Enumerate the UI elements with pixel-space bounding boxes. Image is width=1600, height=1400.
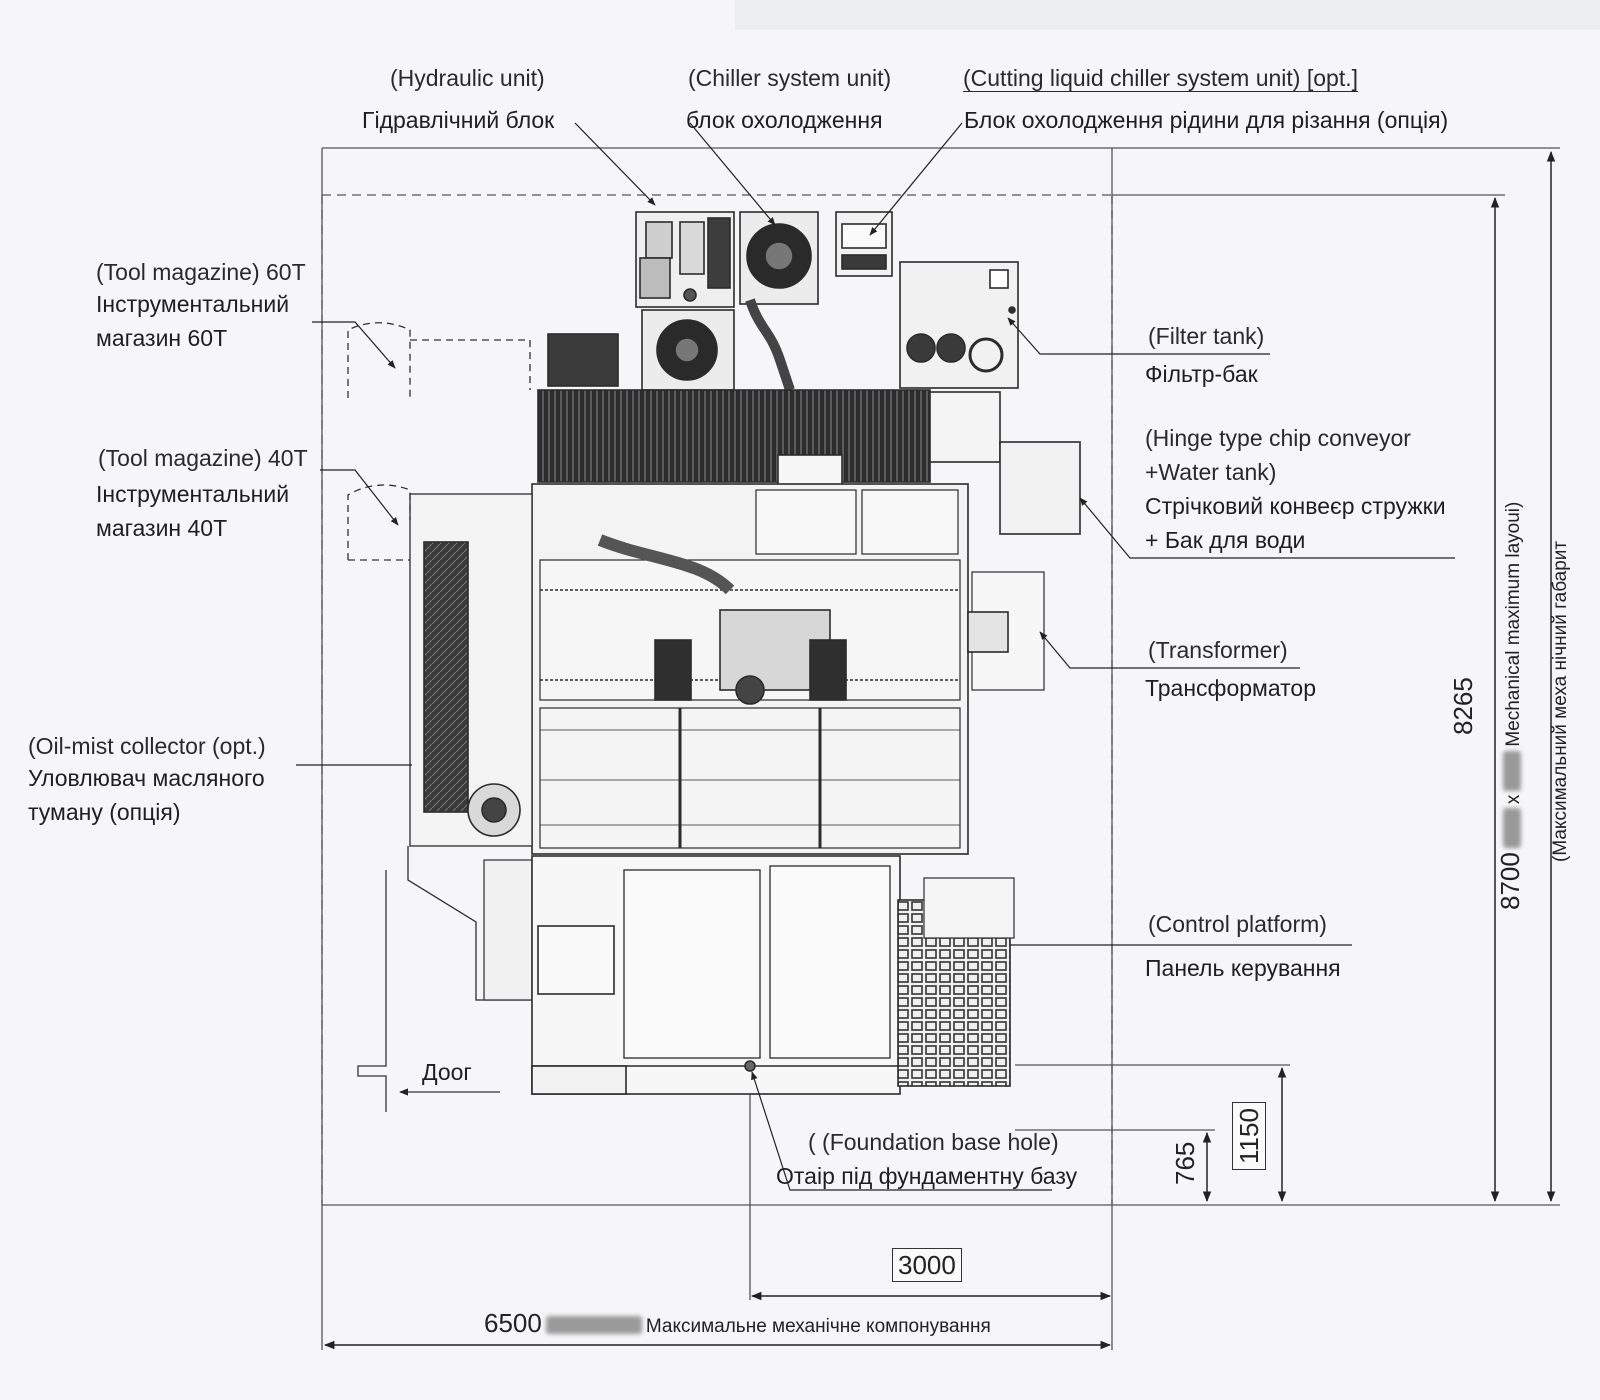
- filter-tank-label-en: (Filter tank): [1148, 323, 1265, 349]
- conveyor-motor-shape: [777, 454, 843, 486]
- tool-magazine-60-label-en: (Tool magazine) 60T: [96, 259, 306, 285]
- oil-mist-label-ua2: туману (опція): [28, 799, 181, 825]
- tool-magazine-60-label-ua2: магазин 60Т: [96, 325, 228, 351]
- filter-tank-label-ua: Фільтр-бак: [1145, 361, 1258, 387]
- box-unit-shape: [547, 333, 619, 387]
- redacted-text: [1503, 808, 1521, 849]
- chiller-unit-label-ua: блок охолодження: [686, 107, 883, 133]
- dimension-8700: 8700xMechanical maximum layoui): [1495, 501, 1525, 910]
- dimension-1150: 1150: [1232, 1102, 1266, 1170]
- hydraulic-unit-label-en: (Hydraulic unit): [390, 65, 545, 91]
- cutting-chiller-shape: [835, 211, 893, 277]
- leader-lines: [296, 122, 1455, 1191]
- transformer-label-ua: Трансформатор: [1145, 675, 1317, 701]
- tool-magazine-40-label-ua2: магазин 40Т: [96, 515, 228, 541]
- top-band: [735, 0, 1600, 30]
- foundation-hole-shape: [744, 1060, 756, 1072]
- chip-conveyor-shape: [537, 389, 931, 483]
- hydraulic-unit-label-ua: Гідравлічний блок: [362, 107, 555, 133]
- dimension-3000: 3000: [892, 1248, 962, 1282]
- dimension-8700-caption-ua: (Максимальний меха нічний габарит: [1550, 540, 1571, 862]
- cutting-chiller-label-en: (Cutting liquid chiller system unit) [op…: [963, 65, 1358, 92]
- tool-magazine-60-label-ua1: Інструментальний: [96, 291, 290, 317]
- tool-magazine-40-label-en: (Tool magazine) 40T: [98, 445, 308, 471]
- door-label: Доог: [422, 1059, 472, 1085]
- oil-mist-panel-shape: [423, 541, 469, 813]
- filter-tank-shape: [899, 261, 1019, 389]
- conveyor-side-shape: [999, 441, 1081, 535]
- tool-magazine-outlines: [347, 322, 531, 561]
- oil-mist-label-en: (Oil-mist collector (opt.): [28, 733, 266, 759]
- transformer-label-en: (Transformer): [1148, 637, 1288, 663]
- chiller-unit-shape: [641, 211, 819, 392]
- chip-conveyor-label-en1: (Hinge type chip conveyor: [1145, 425, 1411, 451]
- dimension-arrows: [323, 150, 1556, 1350]
- chip-conveyor-label-en2: +Water tank): [1145, 459, 1277, 485]
- layout-envelope: [321, 147, 1560, 1350]
- redacted-text: [545, 1316, 642, 1334]
- redacted-text: [1503, 750, 1521, 791]
- dimension-8265: 8265: [1448, 677, 1478, 735]
- machine-body: [407, 211, 1081, 1095]
- tool-magazine-40-label-ua1: Інструментальний: [96, 481, 290, 507]
- hydraulic-unit-shape: [635, 211, 735, 308]
- water-tank-shape: [929, 391, 1001, 463]
- dimension-765: 765: [1170, 1141, 1200, 1185]
- door-outline: [357, 870, 500, 1112]
- control-platform-label-ua: Панель керування: [1145, 955, 1341, 981]
- chip-conveyor-label-ua1: Стрічковий конвеєр стружки: [1145, 493, 1446, 519]
- foundation-label-en: ( (Foundation base hole): [808, 1129, 1059, 1155]
- control-platform-label-en: (Control platform): [1148, 911, 1327, 937]
- chip-conveyor-label-ua2: + Бак для води: [1145, 527, 1306, 553]
- cutting-chiller-label-ua: Блок охолодження рідини для різання (опц…: [964, 107, 1449, 133]
- oil-mist-label-ua1: Уловлювач масляного: [28, 765, 265, 791]
- chiller-unit-label-en: (Chiller system unit): [688, 65, 892, 91]
- foundation-label-ua: Отаір під фундаментну базу: [776, 1163, 1078, 1189]
